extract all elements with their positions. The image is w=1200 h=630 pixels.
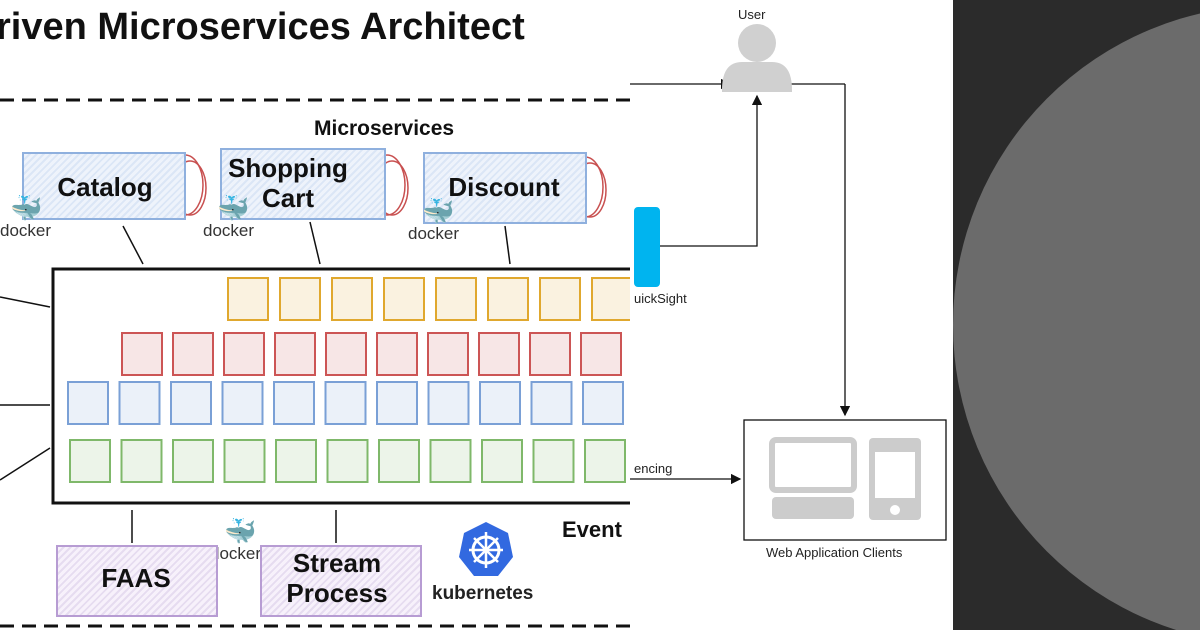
event-block [331, 277, 373, 321]
event-block [582, 381, 624, 425]
quicksight-icon [634, 207, 660, 287]
event-block [275, 439, 317, 483]
event-block [376, 381, 418, 425]
event-block [383, 277, 425, 321]
event-block [478, 332, 520, 376]
event-block [118, 381, 161, 425]
event-block [376, 332, 418, 376]
event-block [487, 277, 529, 321]
event-block [223, 332, 265, 376]
event-block [378, 439, 420, 483]
event-block [69, 439, 111, 483]
catalog-label: Catalog [57, 172, 153, 202]
faas-service [56, 545, 218, 617]
web-clients-label: Web Application Clients [766, 545, 903, 560]
event-block [279, 277, 321, 321]
decorative-circle [953, 5, 1200, 630]
event-rows [67, 277, 630, 483]
event-block [273, 381, 315, 425]
docker-logo: 🐳docker [408, 196, 460, 243]
event-block [172, 332, 214, 376]
flow-lines [630, 24, 947, 541]
event-block [591, 277, 630, 321]
event-block [529, 332, 571, 376]
catalog-service [22, 152, 186, 220]
microservices-label: Microservices [314, 117, 455, 140]
desktop-icon [769, 437, 857, 519]
architecture-diagram-panel: riven Microservices Architect Catalog Sh… [0, 6, 630, 628]
shopping-cart-label: Shopping Cart [228, 153, 348, 213]
docker-logo: 🐳docker [210, 516, 262, 563]
sequencing-label: encing [634, 461, 673, 476]
aws-diagram-panel: User uickSight encing Web Application Cl… [630, 0, 953, 630]
user-label: User [738, 7, 766, 22]
event-block [479, 381, 521, 425]
kubernetes-label: kubernetes [432, 583, 534, 604]
event-block [580, 332, 622, 376]
event-block [325, 332, 367, 376]
event-block [227, 277, 269, 321]
kubernetes-icon [459, 522, 513, 576]
event-block [584, 439, 626, 483]
decorative-side-panel [953, 0, 1200, 630]
event-block [530, 381, 573, 425]
event-block [324, 381, 367, 425]
event-block [539, 277, 581, 321]
shopping-cart-service [220, 148, 386, 220]
docker-logo: 🐳docker [0, 193, 52, 240]
faas-label: FAAS [101, 563, 171, 593]
event-block [221, 381, 264, 425]
event-block [427, 332, 469, 376]
discount-service [423, 152, 587, 224]
event-block [326, 439, 369, 483]
quicksight-label: uickSight [634, 291, 687, 306]
event-block [274, 332, 316, 376]
event-block [427, 381, 470, 425]
event-block [67, 381, 109, 425]
stream-process-service [260, 545, 422, 617]
event-block [120, 439, 163, 483]
event-bus-box [51, 267, 630, 505]
mobile-icon [869, 438, 921, 520]
event-block [481, 439, 523, 483]
diagram-title: riven Microservices Architect [0, 6, 525, 48]
event-label: Event [562, 517, 622, 542]
user-icon [722, 24, 792, 92]
event-block [429, 439, 472, 483]
docker-logo: 🐳docker [203, 193, 255, 240]
event-block [532, 439, 575, 483]
connector-arrows [0, 221, 511, 543]
stream-process-label: Stream Process [286, 548, 388, 608]
event-block [223, 439, 266, 483]
event-block [172, 439, 214, 483]
event-block [121, 332, 163, 376]
discount-label: Discount [448, 172, 560, 202]
event-block [435, 277, 477, 321]
event-block [170, 381, 212, 425]
diagram-lines [0, 98, 630, 628]
